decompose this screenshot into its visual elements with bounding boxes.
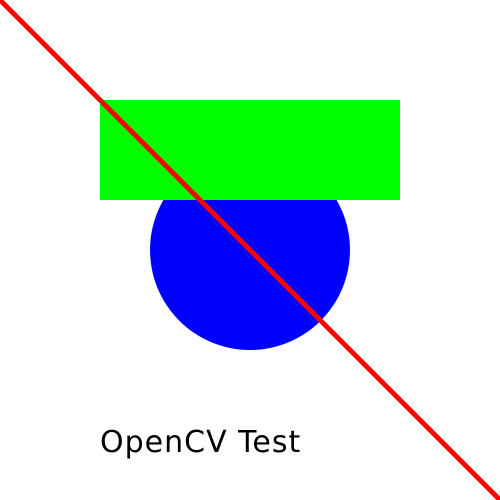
caption-text: OpenCV Test bbox=[100, 425, 301, 460]
green-rectangle bbox=[100, 100, 400, 200]
